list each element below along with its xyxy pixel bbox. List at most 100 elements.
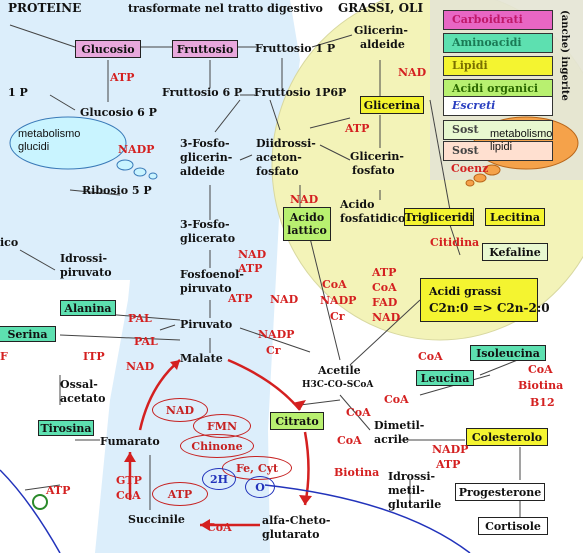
cof-cr-1: Cr bbox=[330, 310, 345, 323]
box-lecitina: Lecitina bbox=[485, 208, 545, 226]
label-idrossi-metil-3: glutarile bbox=[388, 498, 442, 511]
cof-coa-2: CoA bbox=[322, 278, 347, 291]
cof-atp-1: ATP bbox=[110, 71, 135, 84]
box-progesterone: Progesterone bbox=[455, 483, 545, 501]
label-fumarato: Fumarato bbox=[100, 435, 160, 448]
label-fruttosio-1p: Fruttosio 1 P bbox=[255, 42, 336, 55]
cof-atp-4: ATP bbox=[228, 292, 253, 305]
label-fosfoenol-2: piruvato bbox=[180, 282, 232, 295]
box-serina: Serina bbox=[0, 326, 56, 342]
label-diidrossi-2: aceton- bbox=[256, 151, 302, 164]
legend-sost-2: Sost bbox=[443, 141, 553, 161]
label-diidrossi-1: Diidrossi- bbox=[256, 137, 316, 150]
acido-lattico-line2: lattico bbox=[287, 224, 327, 237]
cloud-right-line1: metabolismo bbox=[490, 128, 553, 140]
cof-b12: B12 bbox=[530, 396, 555, 409]
box-kefaline: Kefaline bbox=[482, 243, 548, 261]
krebs-oval-o: O bbox=[245, 476, 275, 498]
cof-nad-3: NAD bbox=[238, 248, 267, 261]
label-3fosfo-glic-1: 3-Fosfo- bbox=[180, 218, 230, 231]
cof-nadp-3: NADP bbox=[258, 328, 295, 341]
cof-nadp-2: NADP bbox=[320, 294, 357, 307]
cof-coa-8: CoA bbox=[116, 489, 141, 502]
box-cortisole: Cortisole bbox=[478, 517, 548, 535]
cof-itp: ITP bbox=[83, 350, 105, 363]
label-ribosio: Ribosio 5 P bbox=[82, 184, 152, 197]
label-ico: ico bbox=[0, 236, 19, 249]
label-malate: Malate bbox=[180, 352, 223, 365]
krebs-oval-2h: 2H bbox=[202, 468, 236, 490]
label-acetile-2: H3C-CO-SCoA bbox=[302, 380, 374, 390]
label-glicerin-fosfato-2: fosfato bbox=[352, 164, 395, 177]
krebs-oval-nad: NAD bbox=[152, 398, 208, 422]
box-isoleucina: Isoleucina bbox=[470, 345, 546, 361]
header-digestivo: trasformate nel tratto digestivo bbox=[128, 2, 323, 15]
acido-lattico-line1: Acido bbox=[289, 211, 325, 224]
cof-fad-block: FAD bbox=[372, 296, 398, 309]
cloud-left-line2: glucidi bbox=[18, 141, 50, 153]
cof-citidina: Citidina bbox=[430, 236, 480, 249]
electron-transport-line bbox=[264, 484, 471, 553]
cof-cr-2: Cr bbox=[266, 344, 281, 357]
acidi-grassi-line2: C2n:0 => C2n-2:0 bbox=[429, 301, 550, 315]
cof-coa-3: CoA bbox=[418, 350, 443, 363]
krebs-oval-chinone: Chinone bbox=[180, 434, 254, 458]
label-3fosfo-ald-1: 3-Fosfo- bbox=[180, 137, 230, 150]
label-idrossi-metil-2: metil- bbox=[388, 484, 425, 497]
cof-nad-4: NAD bbox=[270, 293, 299, 306]
box-citrato: Citrato bbox=[270, 412, 324, 430]
box-colesterolo: Colesterolo bbox=[466, 428, 548, 446]
cof-nad-1: NAD bbox=[398, 66, 427, 79]
blue-side-line bbox=[0, 469, 61, 553]
label-ossal-2: acetato bbox=[60, 392, 106, 405]
label-diidrossi-3: fosfato bbox=[256, 165, 299, 178]
label-3fosfo-ald-3: aldeide bbox=[180, 165, 225, 178]
cof-coa-4: CoA bbox=[528, 363, 553, 376]
acidi-grassi-line1: Acidi grassi bbox=[429, 285, 502, 298]
box-trigliceridi: Trigliceridi bbox=[404, 208, 474, 226]
label-fruttosio-6p: Fruttosio 6 P bbox=[162, 86, 243, 99]
box-acido-lattico: Acido lattico bbox=[283, 207, 331, 241]
cof-coa-block: CoA bbox=[372, 281, 397, 294]
legend-sost-1: Sost bbox=[443, 120, 553, 140]
label-dimetil-2: acrile bbox=[374, 433, 409, 446]
cof-coa-7: CoA bbox=[337, 434, 362, 447]
cof-pal-1: PAL bbox=[128, 312, 152, 325]
cloud-right-line2: lipidi bbox=[490, 141, 513, 153]
cof-f: F bbox=[0, 350, 8, 363]
label-dimetil-1: Dimetil- bbox=[374, 419, 425, 432]
cof-nadp-4: NADP bbox=[432, 443, 469, 456]
legend-acidi-organici: Acidi organici bbox=[443, 79, 553, 99]
box-acidi-grassi: Acidi grassi C2n:0 => C2n-2:0 bbox=[420, 278, 550, 322]
label-ossal-1: Ossal- bbox=[60, 378, 98, 391]
legend-lipidi: Lipidi bbox=[443, 56, 553, 76]
header-proteine: PROTEINE bbox=[8, 1, 82, 15]
label-3fosfo-ald-2: glicerin- bbox=[180, 151, 233, 164]
cof-biotina-1: Biotina bbox=[518, 379, 564, 392]
box-leucina: Leucina bbox=[416, 370, 474, 386]
box-alanina: Alanina bbox=[60, 300, 116, 316]
header-ingerite: (anche) ingerite bbox=[559, 10, 570, 101]
cof-nad-2: NAD bbox=[290, 193, 319, 206]
box-glucosio: Glucosio bbox=[75, 40, 141, 58]
label-acetile-1: Acetile bbox=[318, 364, 361, 377]
cof-atp-block: ATP bbox=[372, 266, 397, 279]
cof-coa-6: CoA bbox=[346, 406, 371, 419]
cof-atp-2: ATP bbox=[345, 122, 370, 135]
label-glicerin-aldeide-2: aldeide bbox=[360, 38, 405, 51]
label-glucosio-6p: Glucosio 6 P bbox=[80, 106, 157, 119]
label-succinile: Succinile bbox=[128, 513, 185, 526]
cof-coa-5: CoA bbox=[384, 393, 409, 406]
label-fruttosio-1p6p: Fruttosio 1P6P bbox=[254, 86, 347, 99]
green-junction bbox=[32, 494, 48, 510]
label-piruvato: Piruvato bbox=[180, 318, 233, 331]
label-glicerin-fosfato-1: Glicerin- bbox=[350, 150, 404, 163]
legend-coenz: Coenz bbox=[451, 162, 489, 175]
cloud-left-line1: metabolismo bbox=[18, 128, 81, 140]
label-fosfoenol-1: Fosfoenol- bbox=[180, 268, 244, 281]
cof-atp-3: ATP bbox=[238, 262, 263, 275]
label-alfa-2: glutarato bbox=[262, 528, 320, 541]
cof-nad-5: NAD bbox=[126, 360, 155, 373]
cloud-left-shape bbox=[9, 116, 158, 180]
